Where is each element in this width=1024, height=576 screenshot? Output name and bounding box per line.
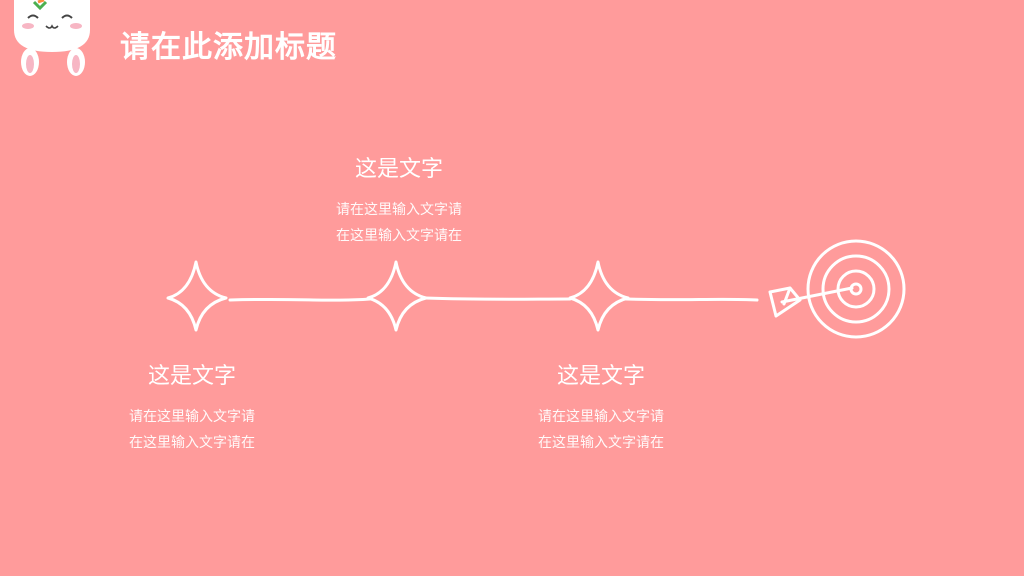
step-body: 请在这里输入文字请 在这里输入文字请在 bbox=[107, 404, 277, 456]
step-body: 请在这里输入文字请 在这里输入文字请在 bbox=[314, 197, 484, 249]
slide-title: 请在此添加标题 bbox=[120, 30, 337, 65]
sparkle-diamond-icon bbox=[568, 260, 630, 332]
step-heading: 这是文字 bbox=[147, 364, 236, 389]
step-block-2: 这是文字 请在这里输入文字请 在这里输入文字请在 bbox=[314, 155, 484, 249]
sparkle-diamond-icon bbox=[166, 260, 228, 332]
step-body: 请在这里输入文字请 在这里输入文字请在 bbox=[516, 404, 686, 456]
step-body-line: 请在这里输入文字请 bbox=[129, 409, 255, 425]
step-block-1: 这是文字 请在这里输入文字请 在这里输入文字请在 bbox=[107, 362, 277, 456]
step-body-line: 请在这里输入文字请 bbox=[538, 409, 664, 425]
bunny-mascot-icon bbox=[14, 0, 90, 76]
step-heading: 这是文字 bbox=[354, 157, 443, 182]
timeline-line bbox=[228, 296, 759, 302]
step-body-line: 请在这里输入文字请 bbox=[336, 202, 462, 218]
step-body-line: 在这里输入文字请在 bbox=[336, 228, 462, 244]
step-heading: 这是文字 bbox=[556, 364, 645, 389]
step-body-line: 在这里输入文字请在 bbox=[538, 435, 664, 451]
step-block-3: 这是文字 请在这里输入文字请 在这里输入文字请在 bbox=[516, 362, 686, 456]
sparkle-diamond-icon bbox=[366, 260, 428, 332]
arrow-icon bbox=[768, 286, 854, 318]
step-body-line: 在这里输入文字请在 bbox=[129, 435, 255, 451]
target-icon bbox=[806, 239, 906, 339]
